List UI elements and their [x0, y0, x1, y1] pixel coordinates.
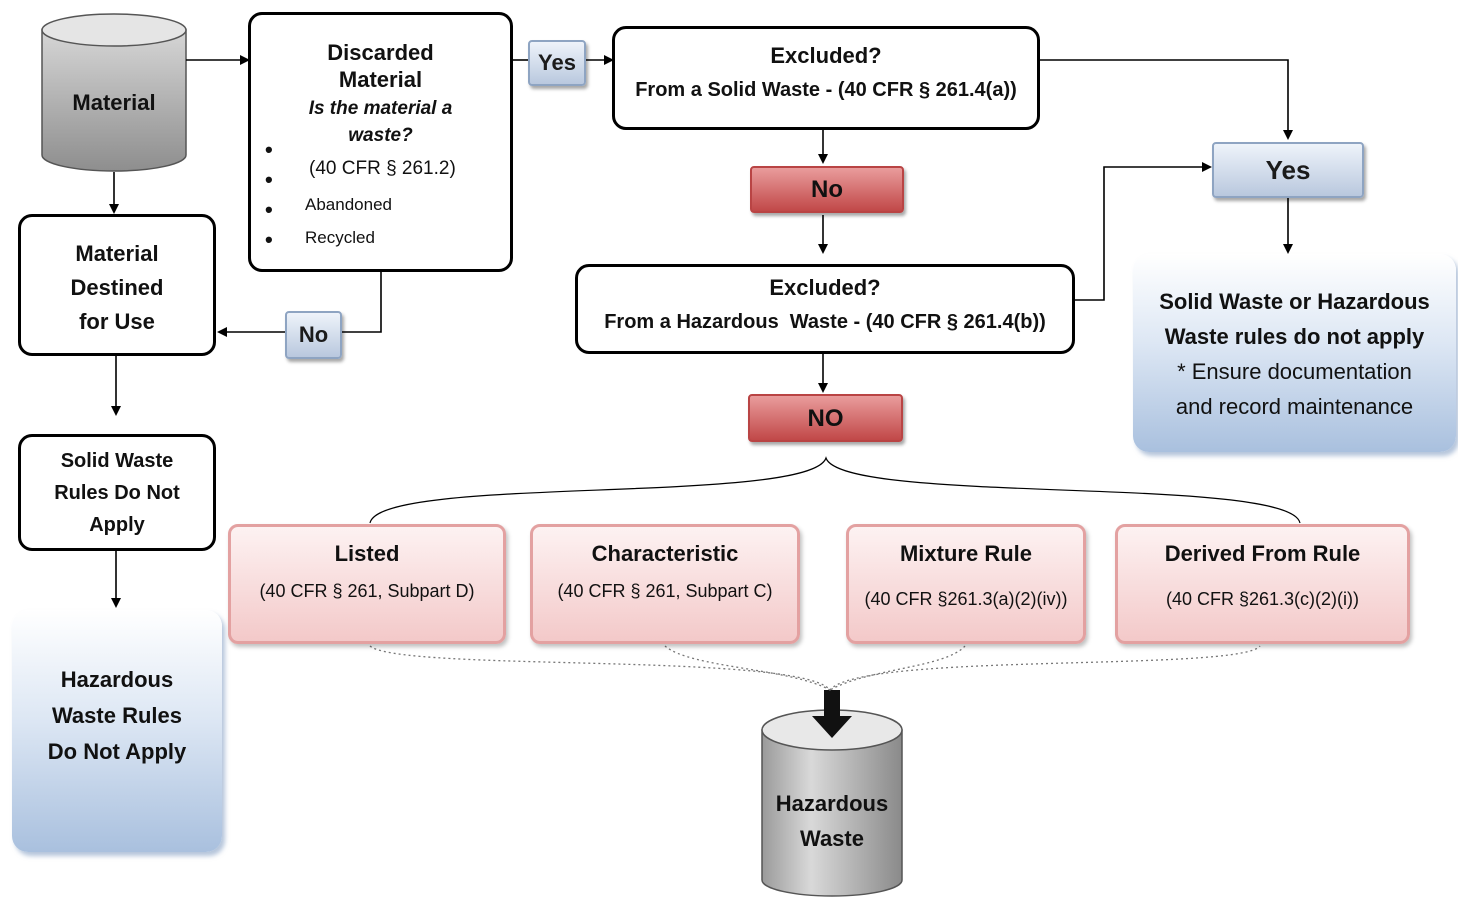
- excluded-solid-waste-box: Excluded? From a Solid Waste - (40 CFR §…: [612, 26, 1040, 130]
- category-title: Mixture Rule: [899, 541, 1033, 566]
- discarded-question: Is the material a waste?: [308, 98, 453, 146]
- category-listed: Listed (40 CFR § 261, Subpart D): [228, 524, 506, 644]
- excluded-solid-title: Excluded?: [770, 43, 882, 68]
- yes-tag-excluded: Yes: [1212, 142, 1364, 198]
- rules-do-not-apply-box: Solid Waste or Hazardous Waste rules do …: [1133, 254, 1456, 452]
- category-citation: (40 CFR §261.3(a)(2)(iv)): [864, 589, 1068, 609]
- category-citation: (40 CFR §261.3(c)(2)(i)): [1165, 589, 1360, 609]
- solid-waste-rules-box: Solid Waste Rules Do Not Apply: [18, 434, 216, 551]
- hazardous-waste-cylinder: [761, 690, 903, 897]
- hazardous-rules-label: Hazardous Waste Rules Do Not Apply: [47, 667, 187, 764]
- discarded-title: Discarded Material: [327, 40, 434, 92]
- no-tag-discarded: No: [285, 311, 342, 359]
- not-apply-line2: Waste rules do not apply: [1164, 324, 1425, 349]
- not-apply-line1: Solid Waste or Hazardous: [1159, 289, 1430, 314]
- hazardous-rules-box: Hazardous Waste Rules Do Not Apply: [12, 610, 222, 852]
- bullet-recycled: Recycled: [305, 228, 375, 247]
- material-destined-box: Material Destined for Use: [18, 214, 216, 356]
- category-title: Listed: [334, 541, 400, 566]
- not-apply-line3: * Ensure documentation: [1177, 359, 1412, 384]
- material-label: Material: [72, 90, 156, 115]
- category-citation: (40 CFR § 261, Subpart D): [259, 581, 475, 601]
- down-arrow-icon: [812, 690, 852, 738]
- category-citation: (40 CFR § 261, Subpart C): [557, 581, 773, 601]
- discarded-material-box: Discarded Material Is the material a was…: [248, 12, 513, 272]
- yes-tag-discarded: Yes: [528, 40, 586, 86]
- bullet-markers: ••••: [265, 137, 273, 252]
- solid-rules-label: Solid Waste Rules Do Not Apply: [54, 450, 180, 536]
- no-tag-hazardous: NO: [748, 394, 903, 442]
- excluded-solid-detail: From a Solid Waste - (40 CFR § 261.4(a)): [635, 79, 1017, 101]
- discarded-citation: (40 CFR § 261.2): [309, 158, 456, 179]
- excluded-hazardous-waste-box: Excluded? From a Hazardous Waste - (40 C…: [575, 264, 1075, 354]
- no-tag-solid: No: [750, 166, 904, 213]
- not-apply-line4: and record maintenance: [1175, 394, 1414, 419]
- bullet-abandoned: Abandoned: [305, 195, 392, 214]
- category-mixture-rule: Mixture Rule (40 CFR §261.3(a)(2)(iv)): [846, 524, 1086, 644]
- category-characteristic: Characteristic (40 CFR § 261, Subpart C): [530, 524, 800, 644]
- category-title: Derived From Rule: [1164, 541, 1361, 566]
- material-cylinder: [41, 13, 187, 172]
- category-derived-from-rule: Derived From Rule (40 CFR §261.3(c)(2)(i…: [1115, 524, 1410, 644]
- hazardous-waste-label: Hazardous Waste: [775, 791, 889, 851]
- excluded-hazardous-title: Excluded?: [769, 275, 881, 300]
- category-title: Characteristic: [591, 541, 739, 566]
- destined-label: Material Destined for Use: [70, 241, 164, 334]
- excluded-hazardous-detail: From a Hazardous Waste - (40 CFR § 261.4…: [604, 311, 1046, 333]
